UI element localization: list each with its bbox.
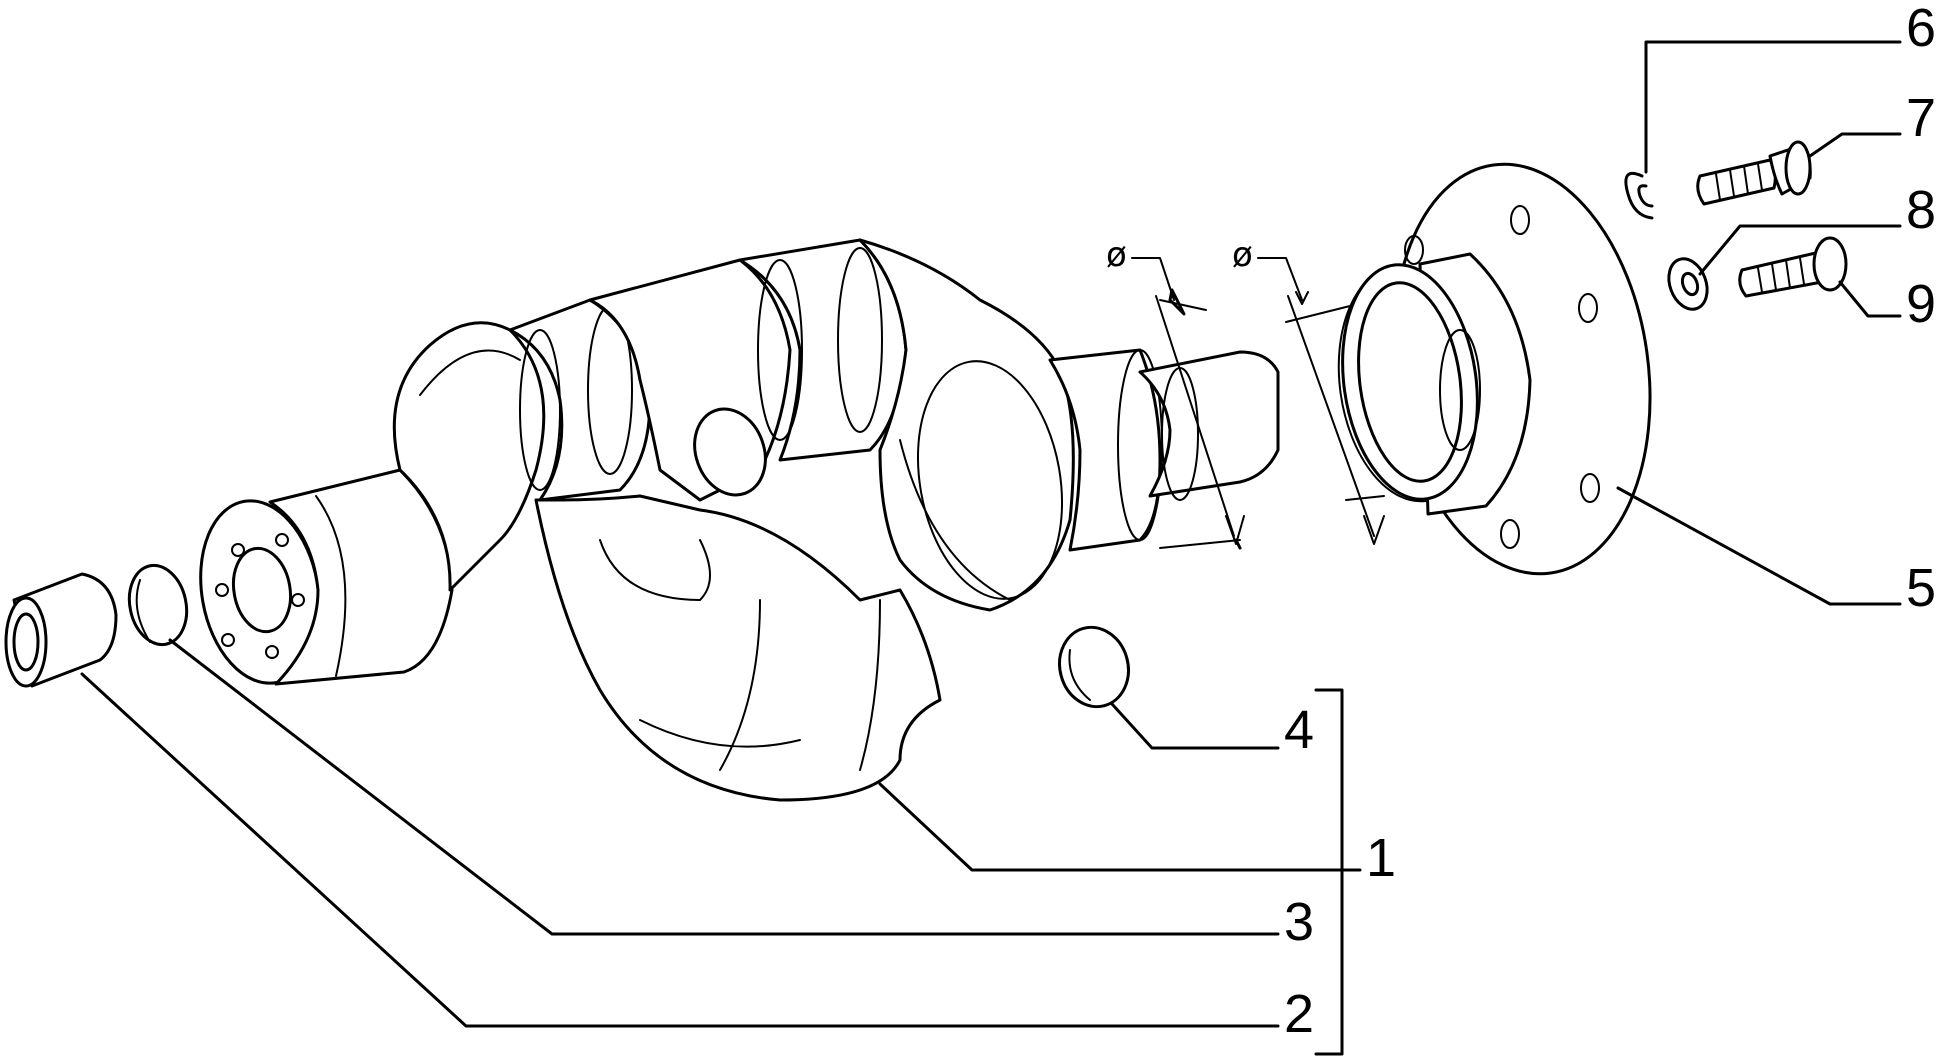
part-crankshaft bbox=[199, 238, 1280, 802]
part-washer bbox=[1667, 257, 1709, 311]
callout-5: 5 bbox=[1906, 558, 1936, 618]
callout-6: 6 bbox=[1906, 0, 1936, 58]
callout-labels: 6 7 8 9 5 4 1 3 2 bbox=[1284, 0, 1936, 1044]
part-circlip bbox=[1624, 171, 1654, 220]
callout-2: 2 bbox=[1284, 984, 1314, 1044]
leader-lines bbox=[80, 40, 1902, 1056]
part-flange-hub bbox=[1337, 162, 1652, 576]
part-bolt-9 bbox=[1738, 236, 1848, 298]
callout-1: 1 bbox=[1366, 828, 1396, 888]
callout-3: 3 bbox=[1284, 892, 1314, 952]
diameter-symbol: ø bbox=[1232, 235, 1253, 275]
callout-7: 7 bbox=[1906, 88, 1936, 148]
diameter-dimension-1: ø bbox=[1106, 235, 1245, 550]
part-plug-large bbox=[1058, 625, 1130, 709]
callout-9: 9 bbox=[1906, 274, 1936, 334]
callout-4: 4 bbox=[1284, 700, 1314, 760]
part-bushing bbox=[4, 572, 118, 688]
callout-8: 8 bbox=[1906, 180, 1936, 240]
part-plug-small bbox=[127, 563, 189, 647]
diameter-symbol: ø bbox=[1106, 235, 1127, 275]
part-bolt-7 bbox=[1696, 140, 1812, 206]
